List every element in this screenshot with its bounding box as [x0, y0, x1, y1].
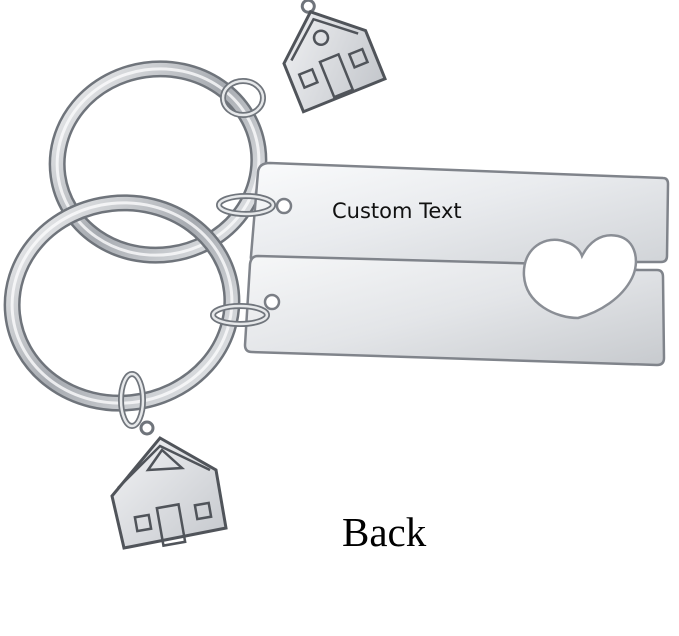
upper-split-ring — [48, 60, 268, 264]
house-charm-icon — [110, 420, 228, 550]
lower-split-ring — [3, 194, 241, 412]
view-caption: Back — [342, 509, 427, 555]
house-charm-icon — [282, 0, 387, 114]
engraving-text: Custom Text — [332, 199, 462, 223]
heart-cutout-icon — [522, 233, 638, 320]
jump-rings — [118, 78, 276, 429]
